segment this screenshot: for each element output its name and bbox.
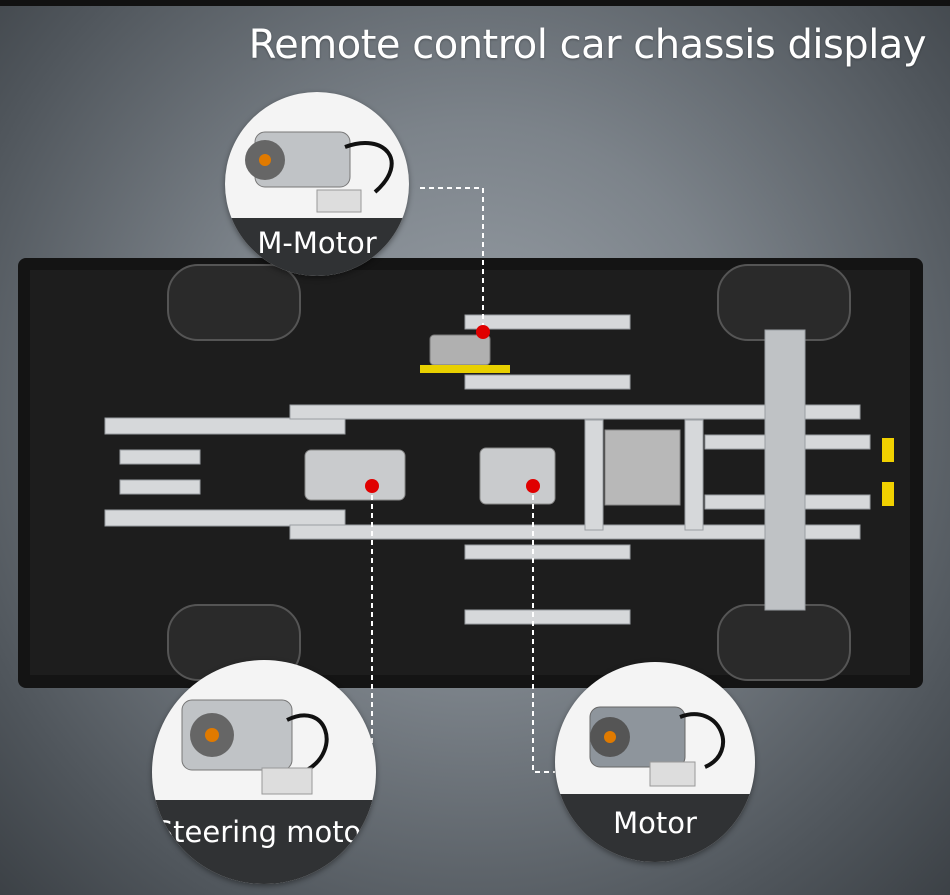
markers <box>365 325 540 493</box>
m-motor-marker <box>476 325 490 339</box>
callout-m-motor: M-Motor <box>225 92 409 276</box>
steering-motor-marker <box>365 479 379 493</box>
top-bar <box>0 0 950 6</box>
page-title: Remote control car chassis display <box>248 22 927 68</box>
callout-label: Motor <box>555 794 755 862</box>
motor-marker <box>526 479 540 493</box>
chassis <box>18 258 923 688</box>
callout-steering-motor: Steering motor <box>152 660 376 884</box>
callout-label: Steering motor <box>152 800 376 884</box>
motor-icon <box>589 706 725 787</box>
steering-motor-icon <box>181 699 329 795</box>
callout-label: M-Motor <box>225 218 409 276</box>
callout-motor: Motor <box>555 662 755 862</box>
m-motor-icon <box>245 131 394 213</box>
